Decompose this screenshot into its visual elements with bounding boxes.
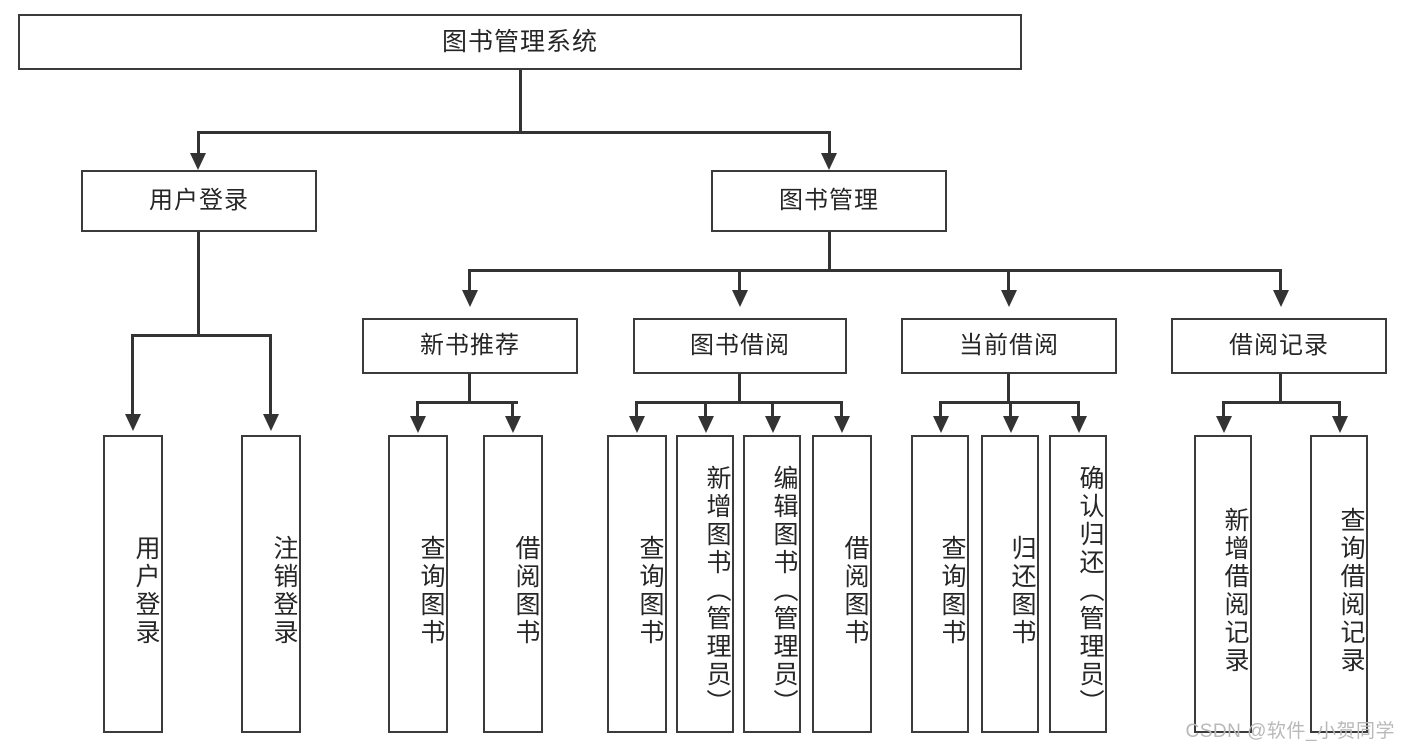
node-label: 图书管理	[779, 187, 879, 215]
arrowhead-book-borrow-to-leaf-1	[629, 416, 645, 433]
connector-book-borrow-bus	[635, 401, 842, 404]
node-label: 图书管理系统	[441, 27, 598, 56]
connector-borrow-record-stem	[1279, 374, 1282, 403]
connector-root-stem	[519, 70, 522, 132]
node-current-borrow[interactable]: 当前借阅	[901, 318, 1117, 374]
arrowhead-bm-to-current-borrow	[1001, 290, 1017, 307]
connector-user-login-stem	[197, 232, 200, 336]
connector-user-login-to-leaf-1	[131, 334, 134, 418]
node-label: 查询借阅记录	[1337, 507, 1365, 675]
node-user-login[interactable]: 用户登录	[81, 170, 317, 232]
leaf-current-borrow-confirm-return-admin[interactable]: 确认归还（管理员）	[1049, 435, 1107, 733]
leaf-book-borrow-edit-book-admin[interactable]: 编辑图书（管理员）	[743, 435, 801, 733]
leaf-user-login-logout[interactable]: 注销登录	[241, 435, 301, 733]
node-label: 借阅图书	[512, 535, 540, 647]
node-label: 借阅图书	[841, 535, 869, 647]
arrowhead-bm-to-new-book	[462, 290, 478, 307]
watermark-text: CSDN @软件_小贺同学	[1185, 721, 1395, 742]
connector-current-borrow-to-leaf-3	[1077, 401, 1080, 419]
node-new-book-recommend[interactable]: 新书推荐	[362, 318, 578, 374]
arrowhead-current-borrow-to-leaf-3	[1071, 416, 1087, 433]
node-book-borrow[interactable]: 图书借阅	[633, 318, 847, 374]
node-book-management[interactable]: 图书管理	[711, 170, 947, 232]
node-label: 确认归还（管理员）	[1076, 465, 1104, 717]
node-root-library-management-system[interactable]: 图书管理系统	[18, 14, 1022, 70]
node-label: 新增借阅记录	[1221, 507, 1249, 675]
node-label: 查询图书	[938, 535, 966, 647]
connector-root-bus	[197, 131, 831, 134]
connector-user-login-to-leaf-2	[269, 334, 272, 418]
node-label: 新增图书（管理员）	[703, 465, 731, 717]
leaf-borrow-record-add-record[interactable]: 新增借阅记录	[1194, 435, 1252, 733]
arrowhead-bm-to-borrow-record	[1273, 290, 1289, 307]
arrowhead-user-login-to-leaf-2	[263, 414, 279, 431]
connector-bm-to-current-borrow	[1007, 269, 1010, 293]
leaf-borrow-record-query-record[interactable]: 查询借阅记录	[1310, 435, 1368, 733]
leaf-new-book-query-book[interactable]: 查询图书	[388, 435, 448, 733]
connector-root-to-user-login	[197, 131, 200, 157]
connector-book-borrow-to-leaf-2	[704, 401, 707, 419]
connector-root-to-book-management	[828, 131, 831, 157]
node-label: 新书推荐	[420, 332, 520, 360]
arrowhead-new-book-to-leaf-1	[410, 416, 426, 433]
node-label: 用户登录	[132, 535, 160, 647]
connector-new-book-stem	[468, 374, 471, 403]
node-label: 当前借阅	[959, 332, 1059, 360]
node-label: 归还图书	[1008, 535, 1036, 647]
connector-book-borrow-to-leaf-1	[635, 401, 638, 419]
arrowhead-book-borrow-to-leaf-3	[765, 416, 781, 433]
connector-current-borrow-stem	[1007, 374, 1010, 403]
connector-new-book-bus	[416, 401, 518, 404]
arrowhead-borrow-record-to-leaf-1	[1216, 416, 1232, 433]
connector-user-login-bus	[131, 334, 272, 337]
connector-bm-to-new-book	[468, 269, 471, 293]
node-label: 注销登录	[270, 535, 298, 647]
connector-new-book-to-leaf-1	[416, 401, 419, 419]
leaf-new-book-borrow-book[interactable]: 借阅图书	[483, 435, 543, 733]
arrowhead-root-to-user-login	[190, 153, 206, 170]
connector-current-borrow-to-leaf-1	[939, 401, 942, 419]
connector-book-borrow-stem	[738, 374, 741, 403]
leaf-book-borrow-borrow-book[interactable]: 借阅图书	[812, 435, 872, 733]
connector-borrow-record-to-leaf-2	[1338, 401, 1341, 419]
node-label: 图书借阅	[690, 332, 790, 360]
arrowhead-new-book-to-leaf-2	[505, 416, 521, 433]
node-label: 查询图书	[417, 535, 445, 647]
connector-bm-to-book-borrow	[738, 269, 741, 293]
node-label: 用户登录	[149, 187, 249, 215]
leaf-book-borrow-query-book[interactable]: 查询图书	[607, 435, 667, 733]
leaf-book-borrow-add-book-admin[interactable]: 新增图书（管理员）	[676, 435, 734, 733]
arrowhead-root-to-book-management	[821, 153, 837, 170]
connector-bm-to-borrow-record	[1279, 269, 1282, 293]
connector-current-borrow-to-leaf-2	[1009, 401, 1012, 419]
leaf-user-login-login[interactable]: 用户登录	[103, 435, 163, 733]
arrowhead-bm-to-book-borrow	[732, 290, 748, 307]
connector-new-book-to-leaf-2	[511, 401, 514, 419]
arrowhead-current-borrow-to-leaf-2	[1003, 416, 1019, 433]
connector-borrow-record-to-leaf-1	[1222, 401, 1225, 419]
connector-book-borrow-to-leaf-4	[840, 401, 843, 419]
arrowhead-borrow-record-to-leaf-2	[1332, 416, 1348, 433]
node-label: 查询图书	[636, 535, 664, 647]
leaf-current-borrow-query-book[interactable]: 查询图书	[911, 435, 969, 733]
node-borrow-record[interactable]: 借阅记录	[1171, 318, 1387, 374]
node-label: 借阅记录	[1229, 332, 1329, 360]
arrowhead-book-borrow-to-leaf-2	[698, 416, 714, 433]
node-label: 编辑图书（管理员）	[770, 465, 798, 717]
arrowhead-user-login-to-leaf-1	[125, 414, 141, 431]
connector-book-borrow-to-leaf-3	[771, 401, 774, 419]
leaf-current-borrow-return-book[interactable]: 归还图书	[981, 435, 1039, 733]
connector-borrow-record-bus	[1222, 401, 1339, 404]
connector-book-management-bus	[468, 269, 1280, 272]
arrowhead-current-borrow-to-leaf-1	[933, 416, 949, 433]
arrowhead-book-borrow-to-leaf-4	[834, 416, 850, 433]
connector-book-management-stem	[828, 232, 831, 271]
